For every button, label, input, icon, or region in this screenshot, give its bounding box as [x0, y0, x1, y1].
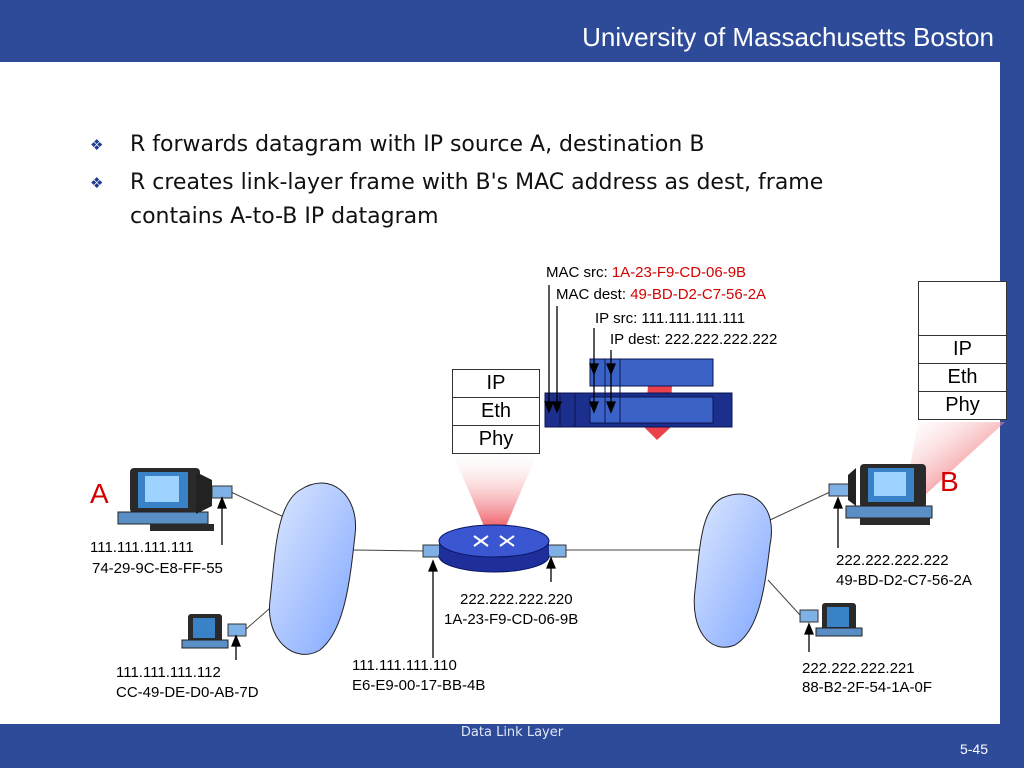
bullet-text: R creates link-layer frame with B's MAC … [130, 170, 824, 229]
mac-dest-label: MAC dest: [556, 286, 631, 303]
ip-src-label: IP src: 111.111.111.111 [595, 310, 746, 327]
mac-dest-line: MAC dest: 49-BD-D2-C7-56-2A [556, 286, 766, 303]
bullet-text: R forwards datagram with IP source A, de… [130, 132, 705, 157]
mac-src-line: MAC src: 1A-23-F9-CD-06-9B [546, 264, 746, 281]
page-number: 5-45 [959, 741, 988, 757]
router-left-mac: E6-E9-00-17-BB-4B [352, 677, 486, 694]
router-protocol-stack: IP Eth Phy [452, 369, 540, 454]
right-subnet-cloud [693, 493, 772, 648]
address-arrows [217, 496, 843, 660]
host-a-computer [117, 468, 233, 531]
host-a2-mac: CC-49-DE-D0-AB-7D [116, 684, 259, 701]
host-a-mac: 74-29-9C-E8-FF-55 [92, 560, 223, 577]
node-a-label: A [90, 478, 109, 509]
router-right-mac: 1A-23-F9-CD-06-9B [444, 611, 579, 628]
router [422, 524, 567, 573]
stack-layer-eth: Eth [453, 397, 539, 425]
mac-src-label: MAC src: [546, 264, 612, 281]
bullet-item: ❖ R creates link-layer frame with B's MAC… [90, 166, 890, 234]
host-b2-ip: 222.222.222.221 [802, 660, 915, 677]
host-b-ip: 222.222.222.222 [836, 552, 949, 569]
link-layer-frame [544, 358, 733, 428]
diamond-bullet-icon: ❖ [90, 174, 104, 192]
bullet-list: ❖ R forwards datagram with IP source A, d… [90, 128, 890, 238]
router-stack-beam [452, 452, 538, 540]
host-a2-computer [181, 614, 247, 649]
mac-dest-value: 49-BD-D2-C7-56-2A [630, 286, 767, 303]
host-b-mac: 49-BD-D2-C7-56-2A [836, 572, 972, 589]
stack-layer-empty [919, 282, 1006, 335]
stack-layer-phy: Phy [453, 425, 539, 453]
stack-layer-phy: Phy [919, 391, 1006, 419]
host-b2-mac: 88-B2-2F-54-1A-0F [802, 679, 933, 696]
stack-layer-eth: Eth [919, 363, 1006, 391]
host-b2-computer [799, 603, 863, 637]
frame-leader-lines [544, 285, 616, 414]
host-a-ip: 111.111.111.111 [90, 539, 194, 556]
ip-dest-label: IP dest: 222.222.222.222 [610, 331, 778, 348]
stack-layer-ip: IP [486, 372, 506, 394]
bullet-item: ❖ R forwards datagram with IP source A, d… [90, 128, 890, 162]
node-b-label: B [940, 466, 959, 497]
host-b-computer [828, 464, 933, 525]
header-title: University of Massachusetts Boston [582, 22, 994, 52]
footer-title: Data Link Layer [460, 725, 564, 740]
router-left-ip: 111.111.111.110 [352, 657, 457, 674]
mac-src-value: 1A-23-F9-CD-06-9B [611, 264, 747, 281]
host-b-stack-beam [905, 422, 1005, 495]
diamond-bullet-icon: ❖ [90, 136, 104, 154]
host-a2-ip: 111.111.111.112 [116, 664, 221, 681]
router-right-ip: 222.222.222.220 [460, 591, 573, 608]
left-subnet-cloud [268, 482, 357, 655]
stack-layer-ip: IP [919, 335, 1006, 363]
host-b-protocol-stack: IP Eth Phy [918, 281, 1007, 420]
